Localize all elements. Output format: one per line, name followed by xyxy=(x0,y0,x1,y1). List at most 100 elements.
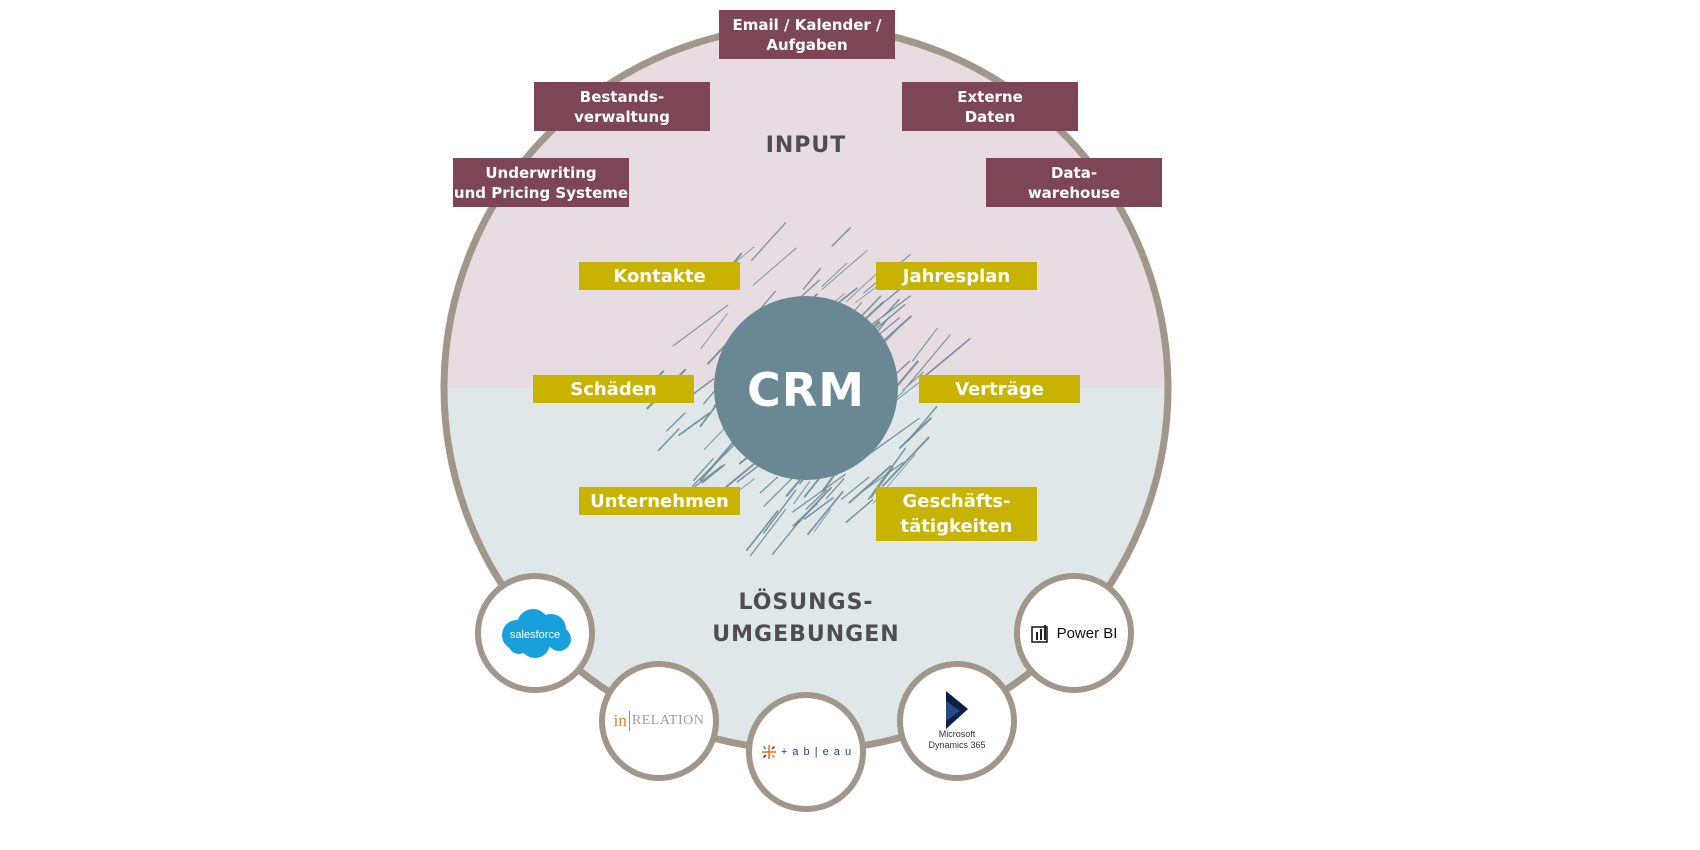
hatch-stroke xyxy=(911,328,938,362)
hatch-stroke xyxy=(920,338,971,381)
hatch-stroke xyxy=(864,295,912,330)
data-box-schaeden: Schäden xyxy=(533,375,694,403)
hatch-stroke xyxy=(821,262,848,287)
hatch-stroke xyxy=(867,417,920,456)
data-box-kontakte: Kontakte xyxy=(579,262,740,290)
hatch-stroke xyxy=(874,304,906,330)
data-box-line1: Jahresplan xyxy=(902,265,1011,287)
hatch-stroke xyxy=(672,304,729,347)
hatch-stroke xyxy=(906,406,938,442)
power-bi-bars-icon xyxy=(1030,625,1048,643)
inrelation-logo-icon: in RELATION xyxy=(614,711,705,731)
hatch-stroke xyxy=(749,508,787,557)
hatch-stroke xyxy=(703,425,728,450)
hatch-stroke xyxy=(792,473,846,513)
hatch-stroke xyxy=(807,490,844,536)
hatch-stroke xyxy=(752,247,797,286)
solutions-label-line1: LÖSUNGS- xyxy=(738,590,874,615)
data-box-line2: tätigkeiten xyxy=(900,516,1013,537)
data-box-geschaeftstaetigkeiten: Geschäfts- tätigkeiten xyxy=(876,487,1037,541)
input-box-data-warehouse: Data- warehouse xyxy=(986,158,1162,207)
input-box-line2: und Pricing Systeme xyxy=(453,183,629,202)
hatch-stroke xyxy=(678,412,710,437)
tableau-logo: + a b | e a u xyxy=(760,743,852,761)
input-box-bestandsverwaltung: Bestands- verwaltung xyxy=(534,82,710,131)
data-box-unternehmen: Unternehmen xyxy=(579,487,740,515)
input-box-line2: Daten xyxy=(964,107,1016,126)
solution-inrelation: in RELATION xyxy=(599,661,719,781)
hatch-stroke xyxy=(771,520,800,555)
input-section-label: INPUT xyxy=(706,130,906,162)
hatch-stroke xyxy=(785,479,801,497)
hatch-stroke xyxy=(898,417,932,449)
hatch-stroke xyxy=(699,435,739,482)
hatch-stroke xyxy=(870,466,894,499)
salesforce-cloud-icon: salesforce xyxy=(502,609,571,658)
hatch-stroke xyxy=(845,499,874,524)
hatch-stroke xyxy=(803,497,834,520)
hatch-stroke xyxy=(701,463,726,484)
hatch-stroke xyxy=(805,489,828,510)
input-box-line1: Underwriting xyxy=(485,163,597,182)
hatch-stroke xyxy=(737,478,755,493)
input-box-line2: Aufgaben xyxy=(766,35,848,54)
hatch-stroke xyxy=(813,508,832,533)
input-box-line2: warehouse xyxy=(1027,183,1121,202)
data-box-line1: Geschäfts- xyxy=(902,491,1011,512)
data-box-jahresplan: Jahresplan xyxy=(876,262,1037,290)
hatch-stroke xyxy=(707,343,727,365)
hatch-stroke xyxy=(700,312,728,350)
input-box-email-kalender-aufgaben: Email / Kalender / Aufgaben xyxy=(719,10,895,59)
hatch-stroke xyxy=(693,458,714,481)
hatch-stroke xyxy=(794,486,832,527)
tableau-logo-text: + a b | e a u xyxy=(780,746,853,758)
solution-dynamics-365: Microsoft Dynamics 365 xyxy=(897,661,1017,781)
dynamics-arrow-icon xyxy=(946,691,968,729)
hatch-stroke xyxy=(895,360,919,388)
tableau-cross-icon xyxy=(761,745,776,759)
hatch-stroke xyxy=(720,458,761,492)
input-box-line1: Data- xyxy=(1050,163,1098,182)
hatch-stroke xyxy=(882,436,930,487)
hatch-stroke xyxy=(759,476,779,494)
hatch-stroke xyxy=(831,227,851,247)
hatch-stroke xyxy=(745,510,779,552)
hatch-stroke xyxy=(657,428,680,452)
solution-tableau: + a b | e a u xyxy=(746,692,866,812)
data-box-line1: Schäden xyxy=(570,378,657,400)
input-box-line1: Email / Kalender / xyxy=(732,15,882,34)
solutions-section-label: LÖSUNGS- UMGEBUNGEN xyxy=(686,587,926,651)
input-box-line2: verwaltung xyxy=(574,107,670,126)
input-box-line1: Bestands- xyxy=(579,87,665,106)
hatch-stroke xyxy=(821,250,868,291)
hatch-stroke xyxy=(848,465,892,504)
hatch-stroke xyxy=(690,378,715,397)
inrelation-divider xyxy=(628,711,630,731)
input-box-underwriting-pricing: Underwriting und Pricing Systeme xyxy=(453,158,629,207)
solution-salesforce: salesforce xyxy=(475,573,595,693)
hatch-stroke xyxy=(762,489,797,534)
inrelation-logo-text-a: in xyxy=(613,711,627,730)
hatch-stroke xyxy=(793,481,811,505)
crm-core-circle xyxy=(714,296,898,480)
salesforce-logo-text: salesforce xyxy=(510,629,560,641)
hatch-stroke xyxy=(862,461,904,492)
input-box-line1: Externe xyxy=(957,87,1023,106)
dynamics-logo-line2: Dynamics 365 xyxy=(928,740,986,750)
hatch-stroke xyxy=(750,222,787,262)
hatch-stroke xyxy=(825,478,845,499)
dynamics-logo: Microsoft Dynamics 365 xyxy=(928,691,986,751)
input-label-text: INPUT xyxy=(765,133,847,158)
hatch-stroke xyxy=(666,412,686,432)
data-box-line1: Kontakte xyxy=(613,265,706,287)
data-box-line1: Unternehmen xyxy=(590,490,729,512)
inrelation-logo-text-b: RELATION xyxy=(631,713,705,728)
data-box-vertraege: Verträge xyxy=(919,375,1080,403)
crm-label: CRM xyxy=(747,363,865,417)
hatch-stroke xyxy=(841,476,870,500)
dynamics-logo-line1: Microsoft xyxy=(938,729,976,739)
solutions-label-line2: UMGEBUNGEN xyxy=(712,622,900,647)
input-box-externe-daten: Externe Daten xyxy=(902,82,1078,131)
power-bi-logo-text: Power BI xyxy=(1056,624,1118,642)
